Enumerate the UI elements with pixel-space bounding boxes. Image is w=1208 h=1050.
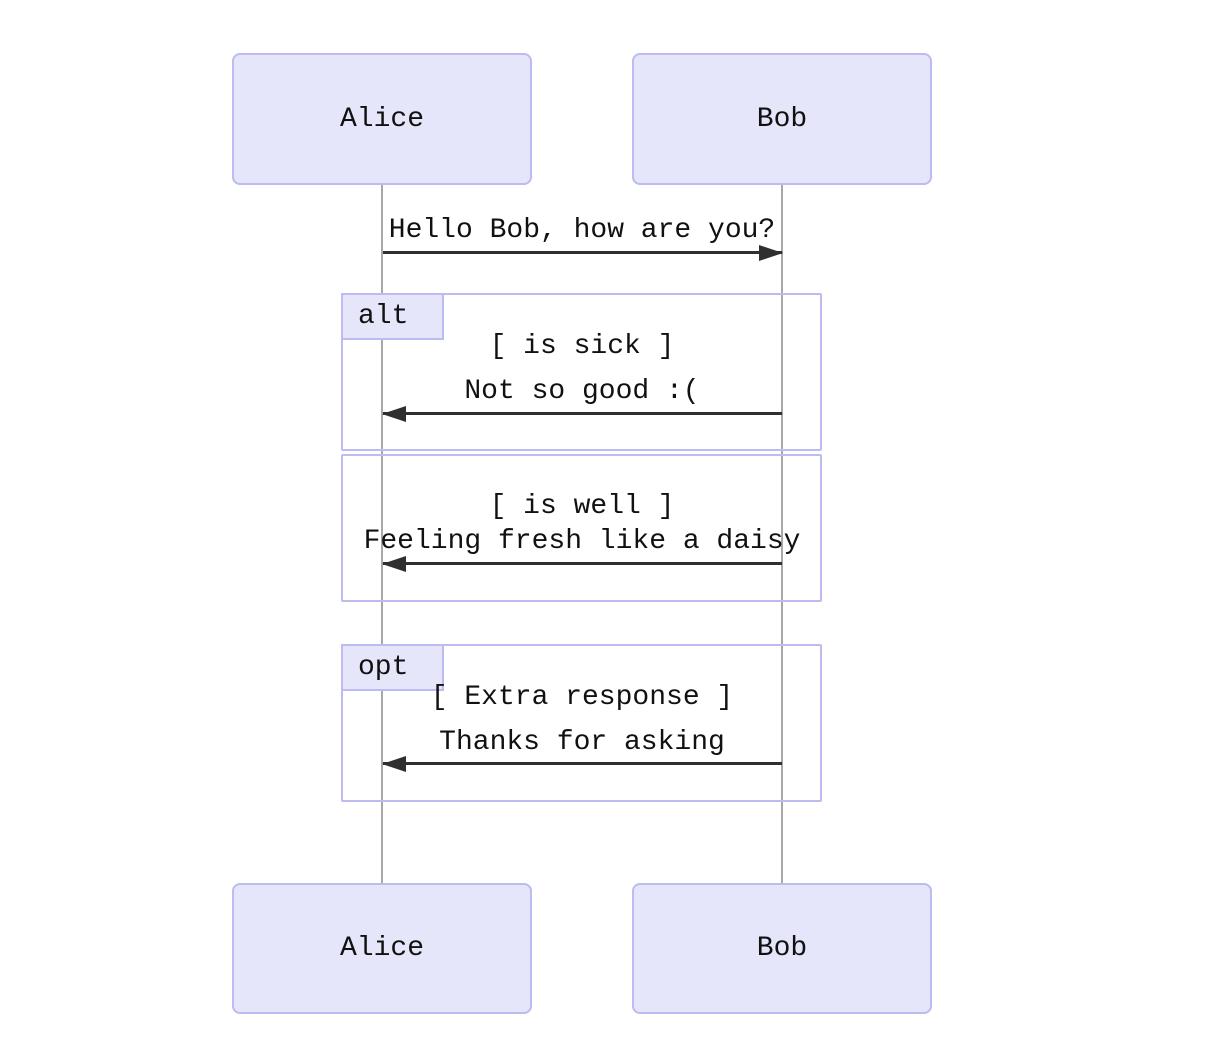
actor-box-alice-top: Alice — [232, 53, 532, 185]
message-arrow-feeling-fresh — [382, 556, 782, 572]
message-text-thanks: Thanks for asking — [439, 727, 725, 758]
arrowhead-left-icon — [382, 556, 406, 572]
message-arrow-thanks — [382, 756, 782, 772]
arrow-line — [383, 251, 782, 254]
arrow-line — [383, 412, 782, 415]
alt-frame-label: alt — [358, 301, 409, 332]
arrow-line — [383, 562, 782, 565]
guard-extra-response: [ Extra response ] — [430, 682, 734, 713]
arrow-line — [383, 762, 782, 765]
message-text-feeling-fresh: Feeling fresh like a daisy — [363, 526, 801, 557]
actor-box-bob-bottom: Bob — [632, 883, 932, 1014]
alt-frame-label-box: alt — [341, 293, 444, 340]
actor-label-alice-top: Alice — [339, 103, 424, 135]
guard-is-sick: [ is sick ] — [489, 331, 675, 362]
actor-label-alice-bottom: Alice — [339, 933, 424, 964]
arrowhead-left-icon — [382, 756, 406, 772]
opt-frame-label-box: opt — [341, 644, 444, 691]
lifeline-bob — [781, 185, 783, 883]
message-arrow-not-so-good — [382, 406, 782, 422]
actor-label-bob-top: Bob — [756, 103, 808, 135]
lifeline-alice — [381, 185, 383, 883]
actor-box-bob-top: Bob — [632, 53, 932, 185]
message-arrow-hello — [383, 245, 783, 261]
message-text-not-so-good: Not so good :( — [464, 376, 700, 407]
alt-frame-section-is-well — [341, 454, 822, 602]
arrowhead-left-icon — [382, 406, 406, 422]
alt-frame-section-is-sick — [341, 293, 822, 451]
arrowhead-right-icon — [759, 245, 783, 261]
opt-frame — [341, 644, 822, 802]
guard-is-well: [ is well ] — [489, 491, 675, 522]
actor-box-alice-bottom: Alice — [232, 883, 532, 1014]
message-text-hello: Hello Bob, how are you? — [388, 215, 776, 246]
actor-label-bob-bottom: Bob — [756, 933, 808, 964]
opt-frame-label: opt — [358, 652, 409, 683]
